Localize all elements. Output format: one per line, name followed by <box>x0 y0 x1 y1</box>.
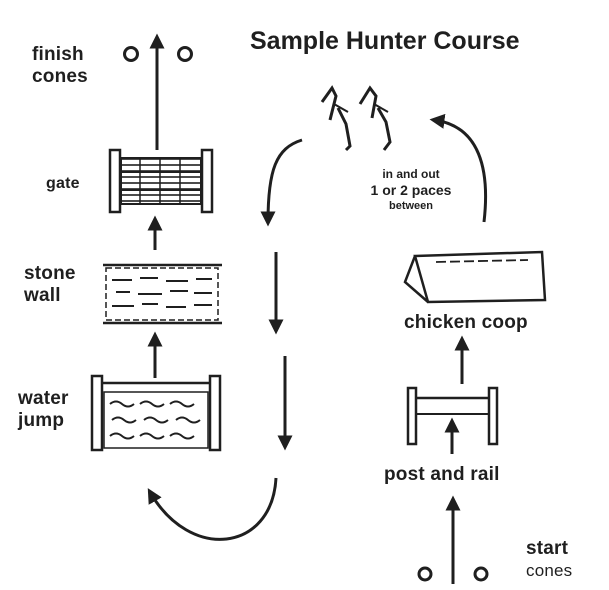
arrow-coop-to-inout <box>429 113 488 223</box>
post-and-rail-jump <box>406 386 499 446</box>
stone-wall-jump <box>103 263 222 325</box>
post-and-rail-label: post and rail <box>384 464 500 485</box>
start-label-line2: cones <box>526 561 573 580</box>
chicken-coop-jump <box>403 250 547 304</box>
gate-label: gate <box>46 175 80 192</box>
arrow-curve-top <box>260 138 303 227</box>
in-and-out-label-line3: between <box>388 200 433 212</box>
water-jump <box>90 374 222 452</box>
start-label: start cones <box>526 538 572 582</box>
chicken-coop-label: chicken coop <box>404 312 528 333</box>
water-jump-label-line2: jump <box>18 410 65 431</box>
start-label-line1: start <box>526 538 569 559</box>
stone-wall-label: stone wall <box>24 263 76 307</box>
in-and-out-label-line1: in and out <box>382 167 440 181</box>
stone-wall-label-line1: stone <box>24 263 76 284</box>
finish-label-line1: finish <box>32 44 84 65</box>
diagram-title: Sample Hunter Course <box>250 27 520 55</box>
water-jump-label-line1: water <box>18 388 69 409</box>
arrow-curve-bottom <box>147 477 278 541</box>
in-and-out-label: in and out 1 or 2 paces between <box>356 166 466 214</box>
finish-label: finish cones <box>32 44 88 88</box>
start-cones <box>417 566 489 582</box>
stone-wall-label-line2: wall <box>24 285 61 306</box>
finish-cones <box>123 46 193 62</box>
in-and-out-label-line2: 1 or 2 paces <box>370 182 452 198</box>
in-and-out-jumps <box>320 85 392 152</box>
gate-jump <box>108 148 214 214</box>
finish-label-line2: cones <box>32 66 88 87</box>
water-jump-label: water jump <box>18 388 69 432</box>
